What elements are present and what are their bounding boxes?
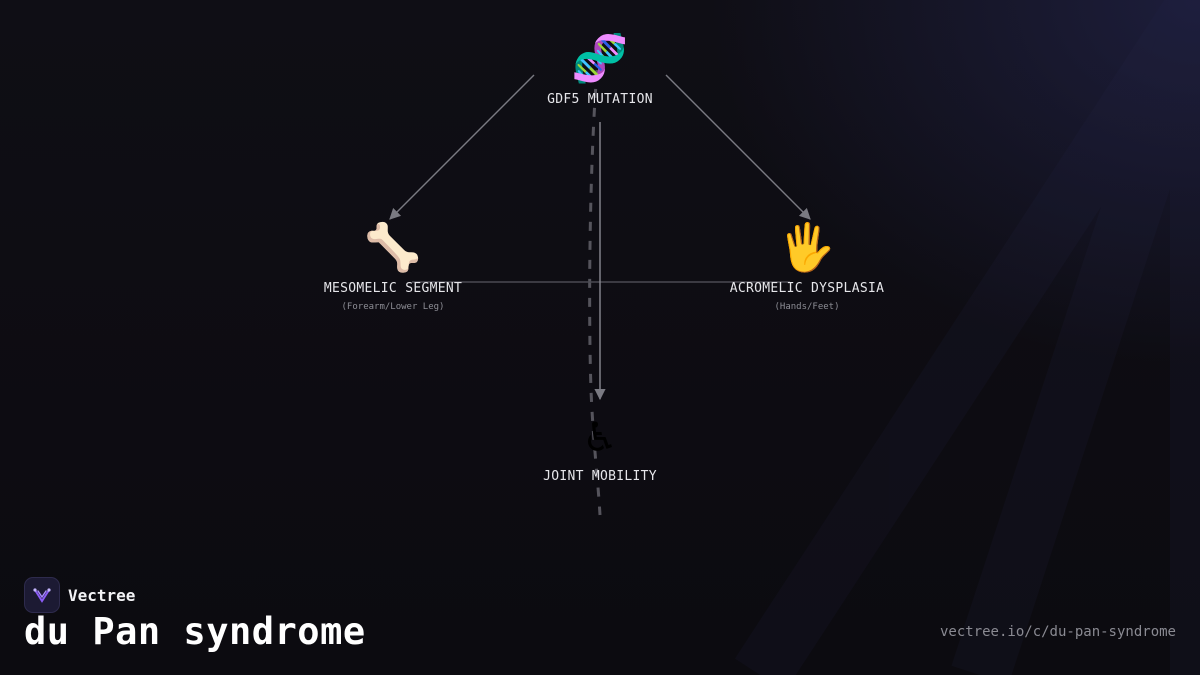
node-label: GDF5 MUTATION — [547, 92, 653, 107]
edge-gdf5-acromelic — [665, 74, 811, 220]
dashed-axis — [588, 69, 602, 516]
node-gdf5-mutation: 🧬 GDF5 MUTATION — [547, 30, 653, 107]
wheelchair-icon: ♿ — [586, 408, 614, 462]
node-joint-mobility: ♿ JOINT MOBILITY — [543, 407, 657, 484]
brand[interactable]: Vectree — [24, 577, 135, 613]
vectree-logo-icon — [24, 577, 60, 613]
node-label: JOINT MOBILITY — [543, 469, 657, 484]
node-label: MESOMELIC SEGMENT — [323, 281, 463, 296]
edge-gdf5-mesomelic — [389, 74, 535, 220]
page-url[interactable]: vectree.io/c/du-pan-syndrome — [939, 624, 1176, 640]
page-title: du Pan syndrome — [24, 610, 366, 653]
node-sublabel: (Forearm/Lower Leg) — [341, 302, 445, 312]
node-mesomelic-segment: 🦴 MESOMELIC SEGMENT (Forearm/Lower Leg) — [324, 219, 462, 312]
dna-icon: 🧬 — [571, 31, 629, 85]
brand-name: Vectree — [68, 585, 136, 605]
bone-icon: 🦴 — [364, 220, 422, 274]
node-label: ACROMELIC DYSPLASIA — [729, 281, 885, 296]
hand-icon: 🖐️ — [778, 220, 836, 274]
node-acromelic-dysplasia: 🖐️ ACROMELIC DYSPLASIA (Hands/Feet) — [730, 219, 884, 312]
node-sublabel: (Hands/Feet) — [774, 302, 840, 312]
